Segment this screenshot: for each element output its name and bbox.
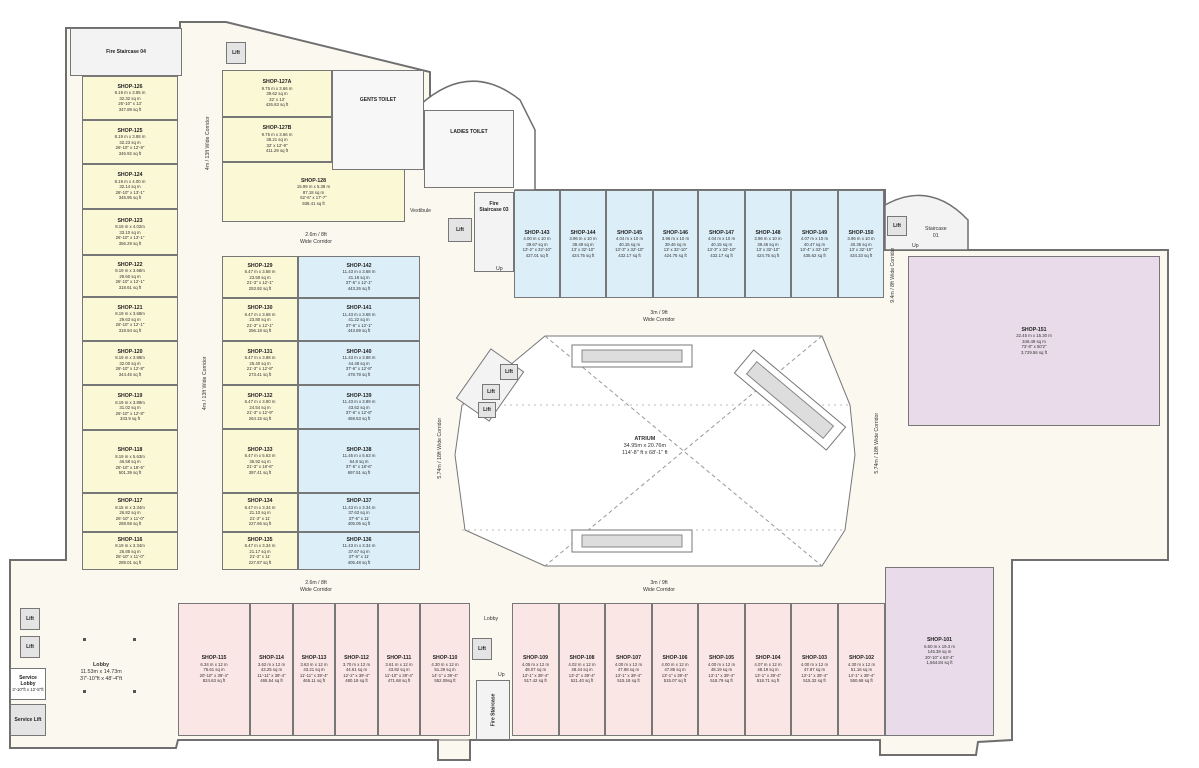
corridor-west-upper-label: 4m / 13ft Wide Corridor xyxy=(204,116,211,171)
lift-staircase-01[interactable]: Lift xyxy=(887,216,907,236)
gents-toilet: GENTS TOILET xyxy=(332,70,424,170)
lift-atrium-b[interactable]: Lift xyxy=(482,384,500,400)
lift-staircase-03[interactable]: Lift xyxy=(448,218,472,242)
corridor-atrium-west-label: 5.74m / 18ft Wide Corridor xyxy=(436,417,443,479)
fire-staircase-04: Fire Staircase 04 xyxy=(70,28,182,76)
staircase-03-up-label: Up xyxy=(496,266,503,272)
lift-west-b[interactable]: Lift xyxy=(20,636,40,658)
lift-atrium-c[interactable]: Lift xyxy=(478,402,496,418)
lift-atrium-a[interactable]: Lift xyxy=(500,364,518,380)
corridor-east-top-label: 9.4m / 8ft Wide Corridor xyxy=(889,247,896,303)
lift-north[interactable]: Lift xyxy=(226,42,246,64)
corridor-atrium-east-label: 5.74m / 18ft Wide Corridor xyxy=(873,412,880,474)
lift-south[interactable]: Lift xyxy=(472,638,492,660)
fire-staircase-02: Fire Staircase xyxy=(476,680,510,740)
lobby-south-label: Lobby xyxy=(484,616,499,622)
vestibule-label: Vestibule xyxy=(410,208,432,214)
staircase-01-up-label: Up xyxy=(912,243,919,249)
south-up-label: Up xyxy=(498,672,505,678)
service-lift[interactable]: Service Lift xyxy=(10,704,46,736)
lift-west-a[interactable]: Lift xyxy=(20,608,40,630)
corridor-west-lower-label: 4m / 13ft Wide Corridor xyxy=(201,356,208,411)
ladies-toilet: LADIES TOILET xyxy=(424,110,514,188)
